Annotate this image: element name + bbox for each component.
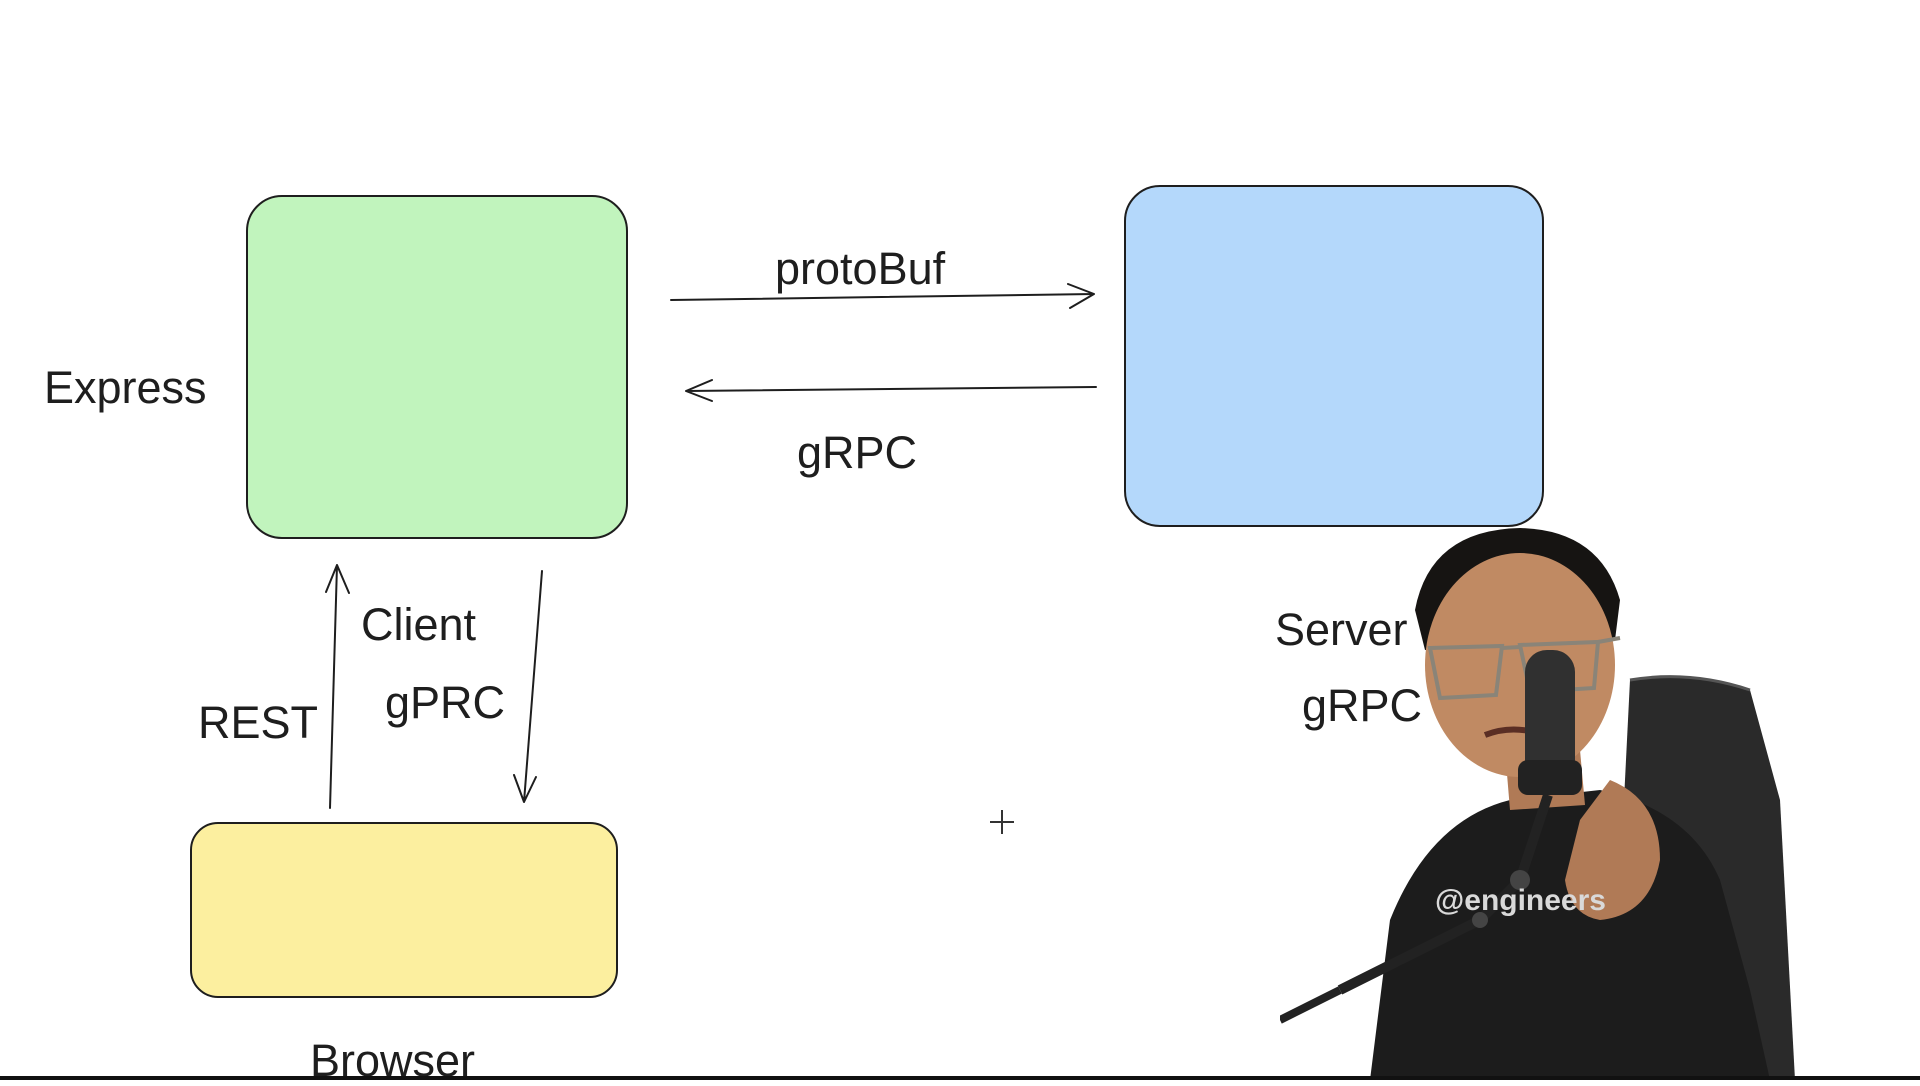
crosshair-icon [990,810,1014,834]
grpc-return-arrow [685,379,1097,402]
presenter-webcam: @engineers [1280,528,1795,1080]
server-label: Server [1275,604,1408,655]
client-express-box[interactable] [246,195,628,539]
gprc-arrow [513,570,543,803]
grpc-edge-label: gRPC [797,427,918,478]
grpc-server-box[interactable] [1124,185,1544,527]
gprc-label: gPRC [385,677,506,728]
browser-label: Browser [310,1035,476,1086]
protobuf-label: protoBuf [775,243,946,294]
frame-bottom-border [0,1076,1920,1080]
rest-label: REST [198,697,319,748]
shirt-print-text: @engineers [1435,884,1606,917]
browser-box[interactable] [190,822,618,998]
grpc-server-label: gRPC [1302,680,1423,731]
rest-arrow [325,564,350,809]
client-label: Client [361,599,477,650]
express-label: Express [44,362,207,413]
protobuf-arrow [670,283,1095,309]
